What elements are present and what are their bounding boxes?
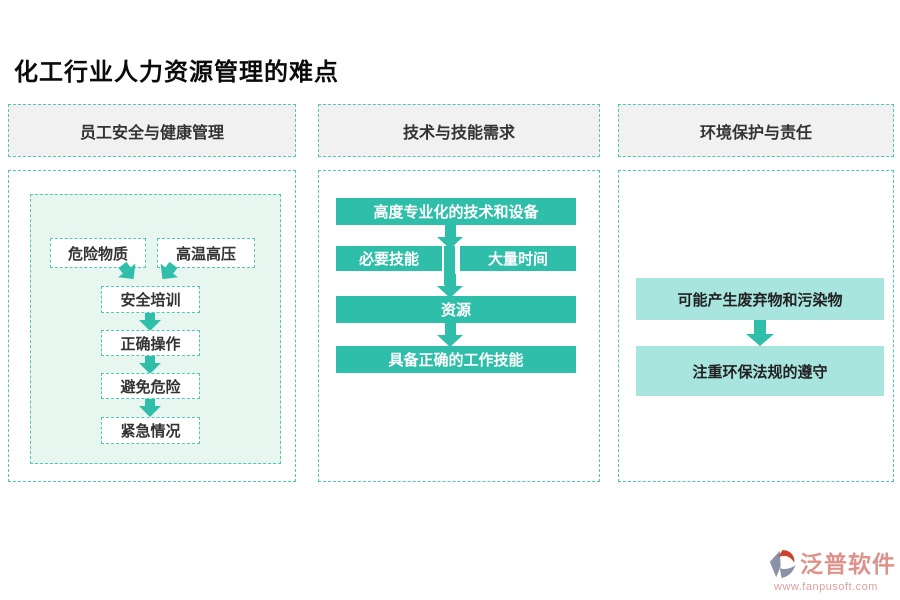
arrow-head [437,237,463,249]
arrow-down-icon [437,274,463,298]
arrow-shaft [444,323,456,335]
arrow-head [139,406,161,417]
arrow-shaft [444,274,456,286]
arrow-head [746,334,774,346]
arrow-down-icon [437,323,463,347]
node-avoid-danger: 避免危险 [101,373,200,399]
arrow-head [437,286,463,298]
arrow-shaft [754,320,766,334]
connector-line [444,246,455,285]
arrow-down-icon [139,356,161,374]
arrow-down-icon [139,313,161,331]
brand-url: www.fanpusoft.com [774,581,878,593]
safety-flow-panel: 危险物质 高温高压 安全培训 正确操作 避免危险 紧急情况 [30,194,281,464]
fanpu-logo-icon [768,549,797,580]
node-specialized-technology: 高度专业化的技术和设备 [336,198,576,225]
column-body-environment: 可能产生废弃物和污染物 注重环保法规的遵守 [618,170,894,482]
node-necessary-skills: 必要技能 [336,246,442,271]
node-safety-training: 安全培训 [101,286,200,313]
node-waste-pollutants: 可能产生废弃物和污染物 [636,278,884,320]
node-emergency-situation: 紧急情况 [101,417,200,444]
node-hazardous-materials: 危险物质 [50,238,146,268]
column-header-label: 环境保护与责任 [699,124,812,142]
arrow-head [437,335,463,347]
node-high-temp-pressure: 高温高压 [157,238,255,268]
node-large-amount-of-time: 大量时间 [460,246,576,271]
watermark: 泛普软件 www.fanpusoft.com [768,549,900,593]
column-header-environment: 环境保护与责任 [618,104,894,157]
arrow-down-icon [437,225,463,249]
column-header-skills: 技术与技能需求 [318,104,600,157]
page-title: 化工行业人力资源管理的难点 [14,59,339,86]
column-header-safety: 员工安全与健康管理 [8,104,296,157]
column-header-label: 技术与技能需求 [402,124,515,142]
brand-name: 泛普软件 [800,551,896,577]
arrow-shaft [145,399,155,406]
arrow-shaft [145,356,155,363]
node-correct-work-skills: 具备正确的工作技能 [336,346,576,373]
arrow-down-icon [746,320,774,346]
column-body-safety: 危险物质 高温高压 安全培训 正确操作 避免危险 紧急情况 [8,170,296,482]
node-resources: 资源 [336,296,576,323]
node-environmental-compliance: 注重环保法规的遵守 [636,346,884,396]
column-header-label: 员工安全与健康管理 [79,124,224,142]
arrow-head [139,363,161,374]
arrow-shaft [145,313,155,320]
arrow-head [139,320,161,331]
column-body-skills: 高度专业化的技术和设备 必要技能 大量时间 资源 具备正确的工作技能 [318,170,600,482]
arrow-shaft [444,225,456,237]
arrow-down-icon [139,399,161,417]
node-correct-operation: 正确操作 [101,330,200,356]
